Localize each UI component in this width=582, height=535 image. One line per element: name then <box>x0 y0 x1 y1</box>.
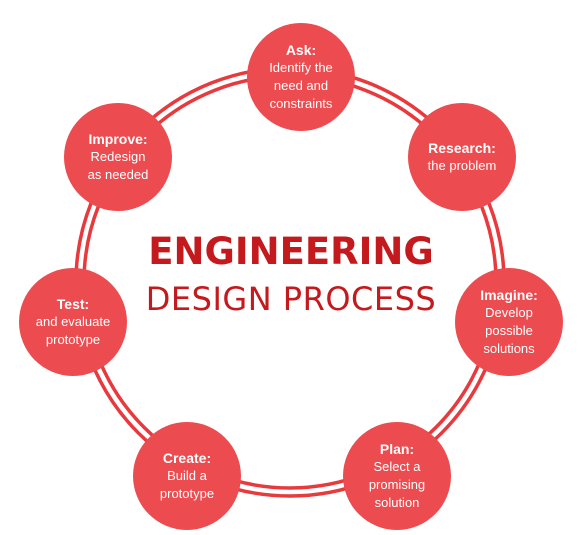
step-title: Plan: <box>379 441 415 457</box>
step-description-line: Develop <box>485 305 533 320</box>
step-description-line: promising <box>368 477 426 492</box>
diagram-title: ENGINEERING <box>148 230 434 273</box>
step-description-line: as needed <box>87 167 149 182</box>
step-improve-circle: Improve: Redesign as needed <box>64 103 172 211</box>
step-description-line: and evaluate <box>35 314 111 329</box>
step-title: Improve: <box>88 131 148 147</box>
step-description-line: Redesign <box>90 149 146 164</box>
step-description-line: Identify the <box>269 60 333 75</box>
step-description-line: possible <box>485 323 533 338</box>
step-title: Create: <box>162 450 212 466</box>
step-plan-circle: Plan: Select a promising solution <box>343 422 451 530</box>
step-description-line: prototype <box>45 332 101 347</box>
step-description-line: constraints <box>269 96 333 111</box>
step-description-line: solution <box>374 495 420 510</box>
step-description-line: solutions <box>483 341 535 356</box>
diagram-subtitle: DESIGN PROCESS <box>145 280 437 318</box>
step-title: Imagine: <box>480 287 538 303</box>
step-description-line: Build a <box>167 468 207 483</box>
step-imagine-circle: Imagine: Develop possible solutions <box>455 268 563 376</box>
step-title: Research: <box>428 140 496 156</box>
step-description-line: Select a <box>373 459 421 474</box>
step-description-line: need and <box>273 78 329 93</box>
step-create-circle: Create: Build a prototype <box>133 422 241 530</box>
step-description-line: prototype <box>159 486 215 501</box>
step-title: Test: <box>56 296 90 312</box>
step-description-line: the problem <box>427 158 497 173</box>
step-ask-circle: Ask: Identify the need and constraints <box>247 23 355 131</box>
step-research-circle: Research: the problem <box>408 103 516 211</box>
step-test-circle: Test: and evaluate prototype <box>19 268 127 376</box>
step-title: Ask: <box>285 42 317 58</box>
